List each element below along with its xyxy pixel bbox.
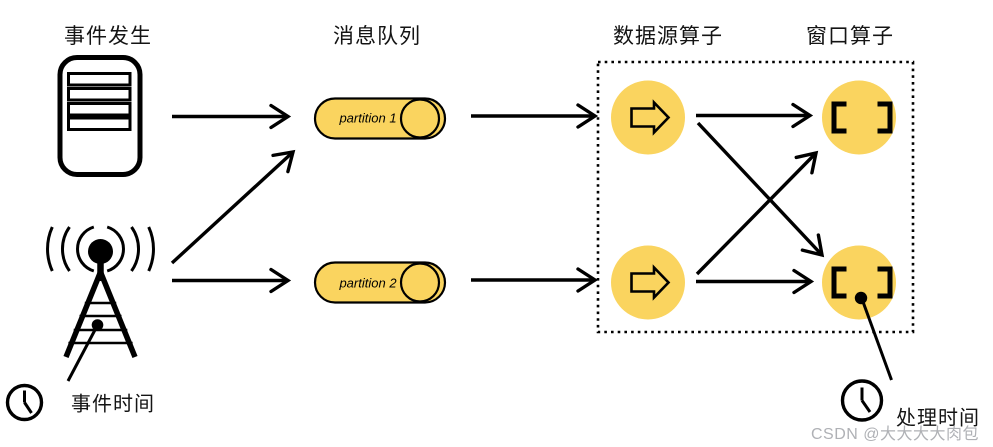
header-event-source: 事件发生 [64, 25, 152, 48]
edge-source1-to-window2 [696, 121, 825, 258]
source-operator-1 [611, 80, 685, 155]
header-message-queue: 消息队列 [333, 25, 421, 48]
window-operator-1 [822, 80, 896, 155]
window-brackets-icon [831, 266, 893, 299]
radio-tower-icon [46, 225, 155, 359]
header-window-operator: 窗口算子 [806, 25, 894, 48]
partition-1-label: partition 1 [339, 110, 397, 126]
event-time-leader [66, 319, 104, 382]
operator-box [596, 60, 915, 334]
event-time-clock-icon [5, 383, 44, 422]
header-source-operator: 数据源算子 [613, 25, 723, 48]
csdn-watermark: CSDN @大大大大肉包 [810, 426, 979, 443]
edge-source2-to-window1 [695, 150, 819, 276]
server-icon [57, 55, 143, 177]
partition-2-node [313, 261, 447, 304]
window-brackets-icon [831, 101, 893, 134]
partition-2-label: partition 2 [339, 275, 397, 291]
source-operator-2 [611, 245, 685, 320]
arrow-right-icon [630, 264, 671, 301]
arrow-right-icon [630, 99, 671, 136]
window-operator-2 [822, 245, 896, 320]
processing-time-leader [854, 291, 893, 381]
processing-time-clock-icon [840, 379, 884, 422]
event-time-label: 事件时间 [71, 393, 155, 416]
partition-1-node [313, 97, 447, 140]
radio-waves-icon [46, 225, 155, 273]
edge-tower-to-partition1 [170, 149, 296, 265]
processing-time-label: 处理时间 [896, 407, 980, 430]
